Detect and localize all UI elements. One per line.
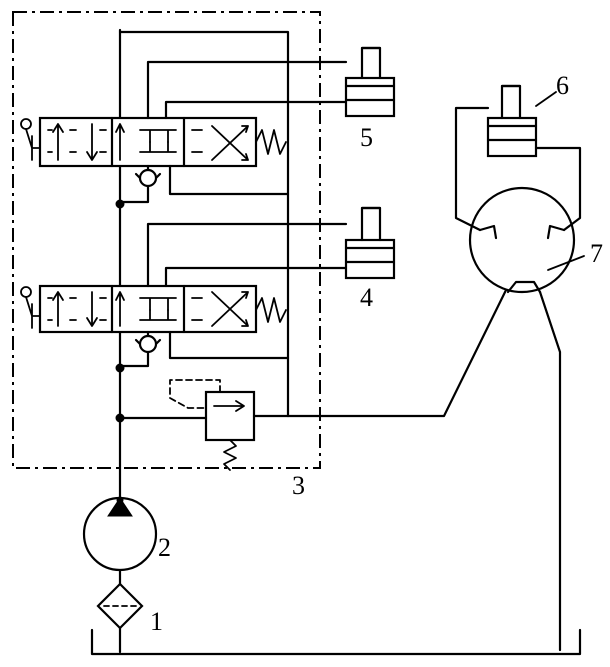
- cylinder-icon: [344, 46, 396, 118]
- leader-7: [547, 255, 585, 271]
- return-to-rotary: [286, 284, 510, 418]
- spring-icon: [255, 129, 287, 155]
- pump-icon: [82, 496, 158, 586]
- line-a-upper: [146, 60, 348, 120]
- cylinder-icon: [486, 84, 538, 158]
- lever-icon: [20, 286, 41, 329]
- label-1: 1: [150, 607, 163, 636]
- tank: [90, 628, 582, 656]
- leader-6: [535, 91, 557, 107]
- pump-outlet: [116, 496, 124, 504]
- line-cyl6-right: [534, 146, 582, 232]
- rotary-joint-icon: [468, 186, 576, 294]
- label-3: 3: [292, 471, 305, 500]
- line-a-lower: [146, 222, 348, 288]
- junction-relief: [115, 413, 125, 423]
- label-5: 5: [360, 123, 373, 152]
- junction-lower: [115, 363, 125, 373]
- rotary-to-tank: [538, 290, 562, 652]
- directional-valve-lower: [38, 284, 258, 334]
- line-cyl6-left: [454, 106, 490, 232]
- directional-valve-upper: [38, 116, 258, 168]
- check-valve-icon: [118, 330, 162, 368]
- valve-block-boundary: [12, 11, 321, 469]
- relief-valve-icon: [118, 379, 290, 471]
- label-4: 4: [360, 283, 373, 312]
- line-b-lower: [164, 266, 348, 288]
- return-line-outer: [118, 30, 290, 418]
- label-7: 7: [590, 239, 603, 268]
- label-6: 6: [556, 71, 569, 100]
- lever-icon: [20, 118, 41, 161]
- line-b-upper: [164, 100, 348, 120]
- cylinder-icon: [344, 206, 396, 280]
- label-2: 2: [158, 533, 171, 562]
- upper-return-line: [168, 164, 290, 196]
- spring-icon: [255, 297, 287, 323]
- check-valve-icon: [118, 164, 162, 204]
- junction-upper: [115, 199, 125, 209]
- lower-return-line: [168, 330, 290, 360]
- filter-icon: [96, 582, 144, 654]
